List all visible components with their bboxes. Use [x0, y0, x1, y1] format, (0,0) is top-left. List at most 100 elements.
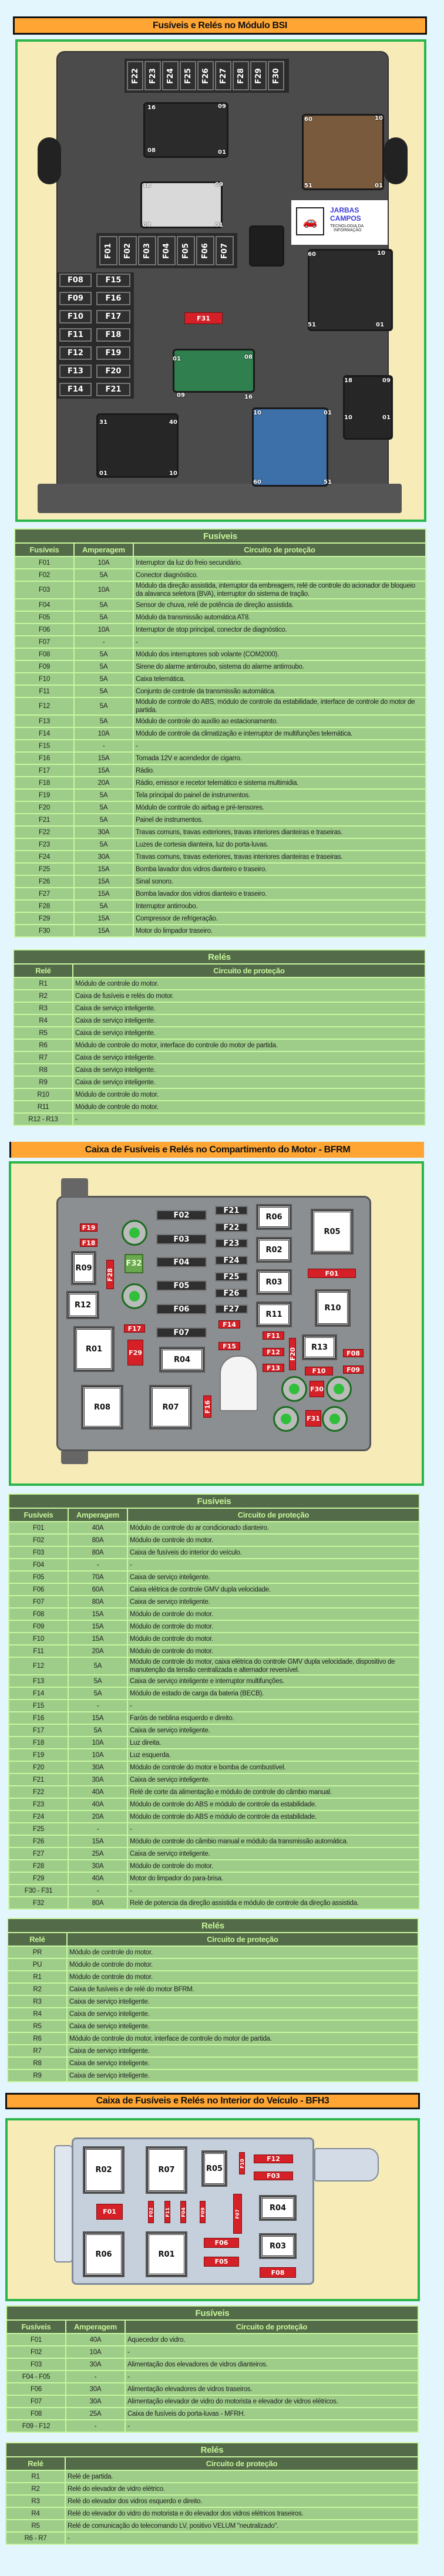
relay-label: R07 [158, 2166, 175, 2174]
fuse-label: F25 [183, 68, 193, 84]
circuit-cell: Módulo de controle do auxílio ao estacio… [133, 714, 426, 728]
fuse-label: F09 [200, 2207, 206, 2217]
relay: R03 [259, 2233, 297, 2259]
connector-pin-label: 09 [381, 376, 392, 385]
fuse-label: F11 [267, 1331, 280, 1340]
circuit-cell: Sirene do alarme antirroubo, sistema do … [133, 660, 426, 673]
circuit-cell: Motor do limpador do para-brisa. [127, 1872, 420, 1885]
fuse: F22 [127, 61, 143, 90]
id-cell: F13 [14, 714, 75, 728]
fuse: F16 [203, 1395, 211, 1418]
circuit-cell: Caixa elétrica de controle GMV dupla vel… [127, 1583, 420, 1596]
circuit-cell: Motor do limpador traseiro. [133, 924, 426, 938]
fuse: F15 [96, 274, 130, 287]
id-cell: F26 [14, 875, 75, 888]
id-cell: F02 [8, 1533, 69, 1547]
connector-pin-label: 08 [146, 146, 157, 154]
column-header: Amperagem [68, 1508, 128, 1522]
circuit-cell: Luz direita. [127, 1736, 420, 1749]
fuse: F18 [96, 328, 130, 342]
table-caption: Relés [13, 949, 426, 965]
amperage-cell: 80A [68, 1546, 128, 1559]
connector [96, 413, 179, 478]
id-cell: F30 [14, 924, 75, 938]
fuse-label: F17 [105, 312, 122, 321]
relay: R02 [256, 1237, 292, 1263]
amperage-cell: 30A [65, 2395, 126, 2408]
fuse: F02 [148, 2201, 154, 2223]
fuse-label: F13 [68, 367, 83, 376]
table-caption-row: Relés [13, 949, 426, 965]
fuse-label: F03 [142, 242, 152, 259]
fuse: F01 [308, 1269, 356, 1278]
id-cell: F01 [14, 556, 75, 569]
id-cell: R7 [7, 2044, 68, 2058]
amperage-cell: 80A [68, 1595, 128, 1609]
relay: R08 [81, 1385, 123, 1429]
fuse: F17 [124, 1324, 145, 1333]
fuse-label: F32 [126, 1259, 142, 1268]
id-cell: R6 [13, 1039, 73, 1052]
fuse: F23 [215, 1239, 248, 1248]
circuit-cell: Módulo de controle do airbag e pré-tenso… [133, 801, 426, 814]
connector-pin-label-label: 10 [253, 409, 261, 416]
fuse-label: F03 [267, 2172, 280, 2180]
amperage-cell: 5A [73, 697, 134, 716]
id-cell: F27 [14, 887, 75, 901]
circuit-cell: Módulo de controle do câmbio manual e mó… [127, 1835, 420, 1848]
amperage-cell: 5A [73, 685, 134, 698]
column-header: Amperagem [65, 2319, 126, 2334]
fuse: F12 [263, 1348, 284, 1356]
relay: R07 [146, 2146, 187, 2194]
amperage-cell: 15A [68, 1835, 128, 1848]
id-cell: F14 [8, 1687, 69, 1700]
car-chip-icon: 🚗 [296, 207, 324, 235]
fuse-label: F05 [173, 1281, 190, 1290]
logo-tagline: TECNOLOGIA DA [330, 224, 364, 228]
amperage-cell: - [68, 1822, 128, 1836]
column-header: Relé [5, 2456, 66, 2471]
connector-pin-label: 51 [303, 181, 314, 190]
column-header: Relé [13, 963, 73, 978]
fuse: F26 [215, 1289, 248, 1298]
relay: R01 [146, 2231, 187, 2277]
fuse: F12 [254, 2154, 293, 2163]
fuse: F03 [254, 2172, 293, 2180]
connector-pin-label-label: 08 [147, 147, 156, 154]
terminal-bolt [273, 1406, 299, 1432]
id-cell: F13 [8, 1674, 69, 1688]
table-caption-row: Relés [7, 1918, 419, 1933]
relay-label: R05 [324, 1227, 341, 1236]
id-cell: F24 [14, 850, 75, 864]
amperage-cell: 40A [68, 1872, 128, 1885]
table-caption-row: Relés [5, 2442, 419, 2457]
fuse-label: F01 [103, 2208, 116, 2216]
id-cell: R2 [5, 2482, 66, 2496]
relay-label: R06 [265, 1212, 282, 1222]
section-title-text: Fusíveis e Relés no Módulo BSI [153, 20, 287, 31]
id-cell: F21 [8, 1773, 69, 1786]
relay: R06 [256, 1204, 292, 1230]
fuse-label: F12 [267, 1348, 280, 1356]
module-base [38, 484, 402, 513]
fuse: F30 [310, 1381, 324, 1397]
fuse: F05 [204, 2257, 239, 2267]
fuse-label: F16 [105, 294, 122, 303]
circuit-cell: Conector diagnóstico. [133, 568, 426, 582]
